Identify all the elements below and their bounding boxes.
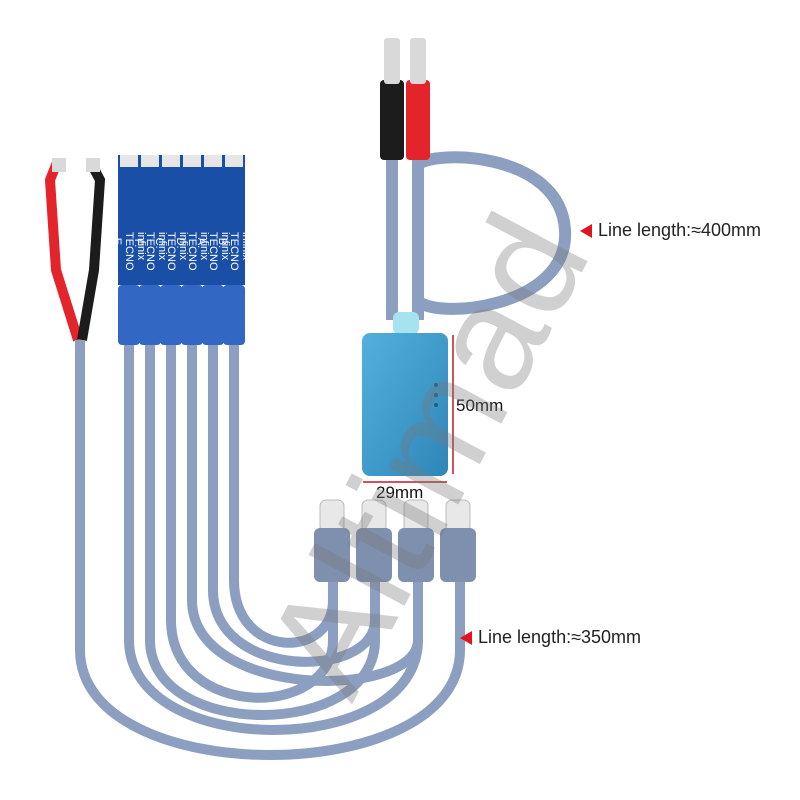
top-length-text: Line length:≈400mm: [598, 220, 761, 240]
width-dimension: 29mm: [376, 483, 424, 502]
black-banana-plug: [380, 80, 404, 160]
top-length-label: Line length:≈400mm: [580, 220, 761, 241]
alligator-clips: [44, 158, 465, 760]
red-banana-plug: [406, 80, 430, 160]
flex-label-b: infinix TECNO B.: [216, 232, 252, 271]
red-arrow-icon: [460, 631, 472, 646]
banana-cable: [380, 38, 572, 320]
bottom-length-text: Line length:≈350mm: [478, 627, 641, 647]
height-dimension: 50mm: [456, 396, 504, 415]
type-c-connectors: [314, 499, 476, 582]
power-box: [362, 312, 454, 483]
red-arrow-icon: [580, 224, 592, 239]
flex-cables: [118, 155, 423, 735]
bottom-length-label: Line length:≈350mm: [460, 627, 641, 648]
